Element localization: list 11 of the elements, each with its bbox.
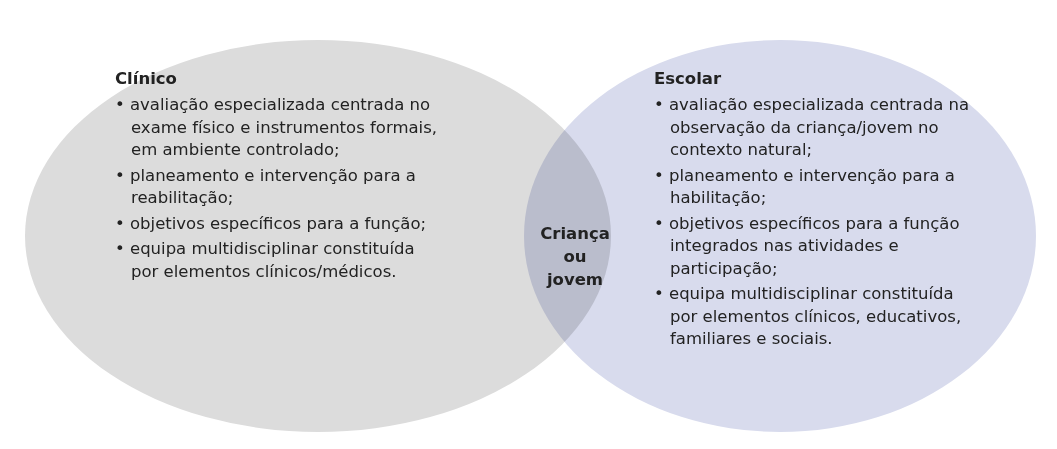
bullet-item: • equipa multidisciplinar constituída por elementos clínicos, educativos, familiares e sociais.: [654, 283, 963, 350]
bullet-item: • equipa multidisciplinar constituída por elementos clínicos/médicos.: [115, 238, 416, 283]
bullet-item: • avaliação especializada centrada na observação da criança/jovem no contexto natural;: [654, 94, 971, 161]
bullet-item: • objetivos específicos para a função integrados nas atividades e participação;: [654, 212, 961, 280]
bullet-item: • avaliação especializada centrada no exame físico e instrumentos formais, em ambiente controlado;: [115, 94, 439, 161]
circle-heading: Escolar: [654, 68, 723, 90]
circle-heading: Clínico: [115, 68, 178, 90]
bullet-item: • planeamento e intervenção para a habilitação;: [654, 164, 956, 209]
overlap-label: Criança ou jovem: [539, 223, 611, 291]
bullet-item: • objetivos específicos para a função;: [115, 212, 428, 235]
bullet-item: • planeamento e intervenção para a reabilitação;: [115, 164, 417, 209]
